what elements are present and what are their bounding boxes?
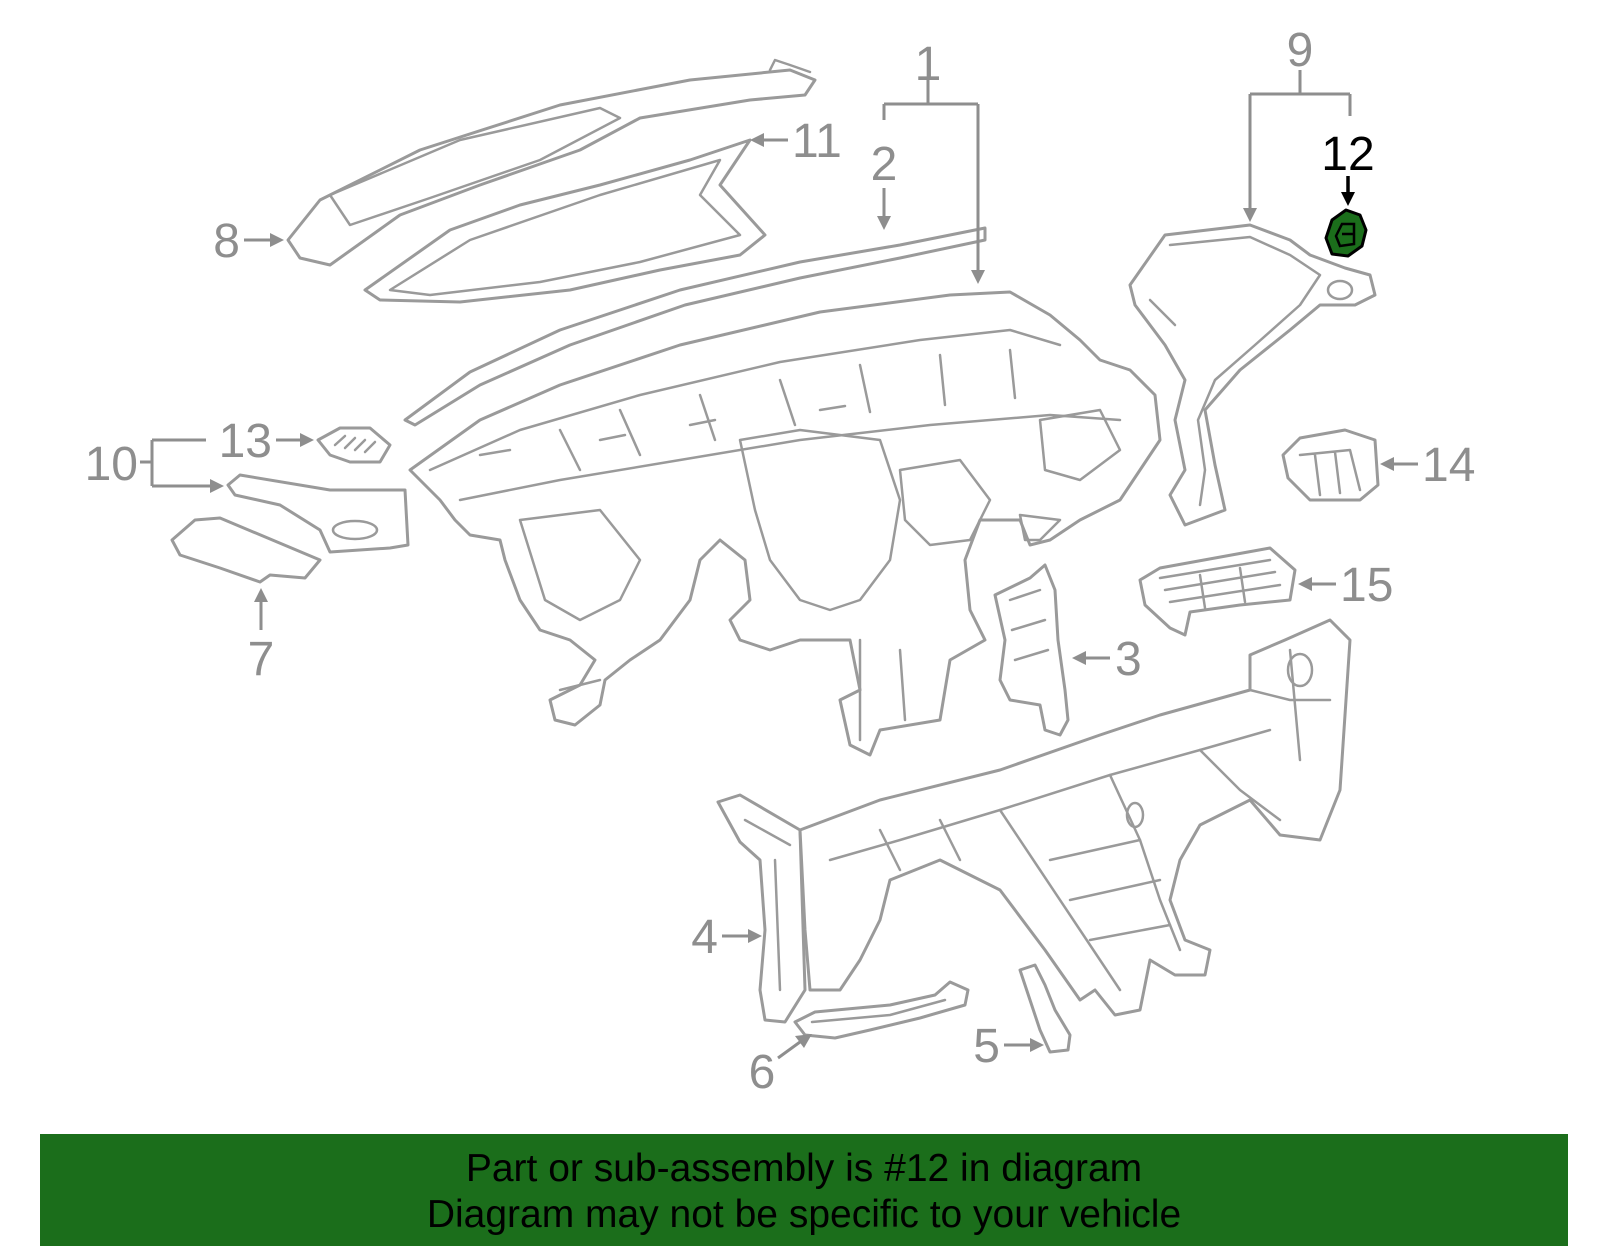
part-1-instrument-panel-carrier[interactable]	[408, 290, 1162, 757]
callout-9: 9	[1287, 24, 1314, 77]
callout-4: 4	[691, 911, 718, 964]
callout-10: 10	[85, 438, 138, 491]
info-banner: Part or sub-assembly is #12 in diagram D…	[40, 1134, 1568, 1246]
part-cross-car-beam[interactable]	[798, 618, 1352, 1017]
callout-15: 15	[1340, 559, 1393, 612]
part-9-side-trim-panel[interactable]	[1128, 223, 1377, 527]
callout-14: 14	[1422, 439, 1475, 492]
part-8-instrument-panel-upper-trim[interactable]	[286, 58, 817, 267]
banner-line-2: Diagram may not be specific to your vehi…	[426, 1193, 1182, 1236]
callout-6: 6	[749, 1046, 776, 1099]
callout-7: 7	[248, 633, 275, 686]
callout-1: 1	[915, 38, 942, 91]
callout-13: 13	[219, 415, 272, 468]
part-12-highlighted-component[interactable]	[1324, 208, 1368, 258]
callout-3: 3	[1115, 633, 1142, 686]
callout-12-highlighted: 12	[1321, 128, 1374, 181]
part-13-side-vent[interactable]	[316, 426, 392, 464]
part-6-lower-trim-strip[interactable]	[793, 980, 970, 1040]
part-15-center-air-vent[interactable]	[1138, 546, 1297, 637]
callout-5: 5	[973, 1020, 1000, 1073]
part-4-left-support-bracket[interactable]	[716, 793, 807, 1024]
part-11-upper-panel-insert[interactable]	[363, 138, 767, 304]
callout-2: 2	[871, 138, 898, 191]
callout-11: 11	[792, 115, 842, 168]
part-14-air-vent[interactable]	[1281, 428, 1380, 502]
part-10-left-end-panel[interactable]	[226, 473, 410, 554]
banner-line-1: Part or sub-assembly is #12 in diagram	[465, 1147, 1143, 1190]
part-5-brace[interactable]	[1018, 963, 1072, 1054]
part-2-defroster-strip[interactable]	[403, 226, 987, 427]
leader-lines	[140, 70, 1418, 1060]
callout-8: 8	[213, 215, 240, 268]
part-3-bracket[interactable]	[993, 563, 1070, 737]
part-7-lower-cover[interactable]	[170, 516, 322, 584]
